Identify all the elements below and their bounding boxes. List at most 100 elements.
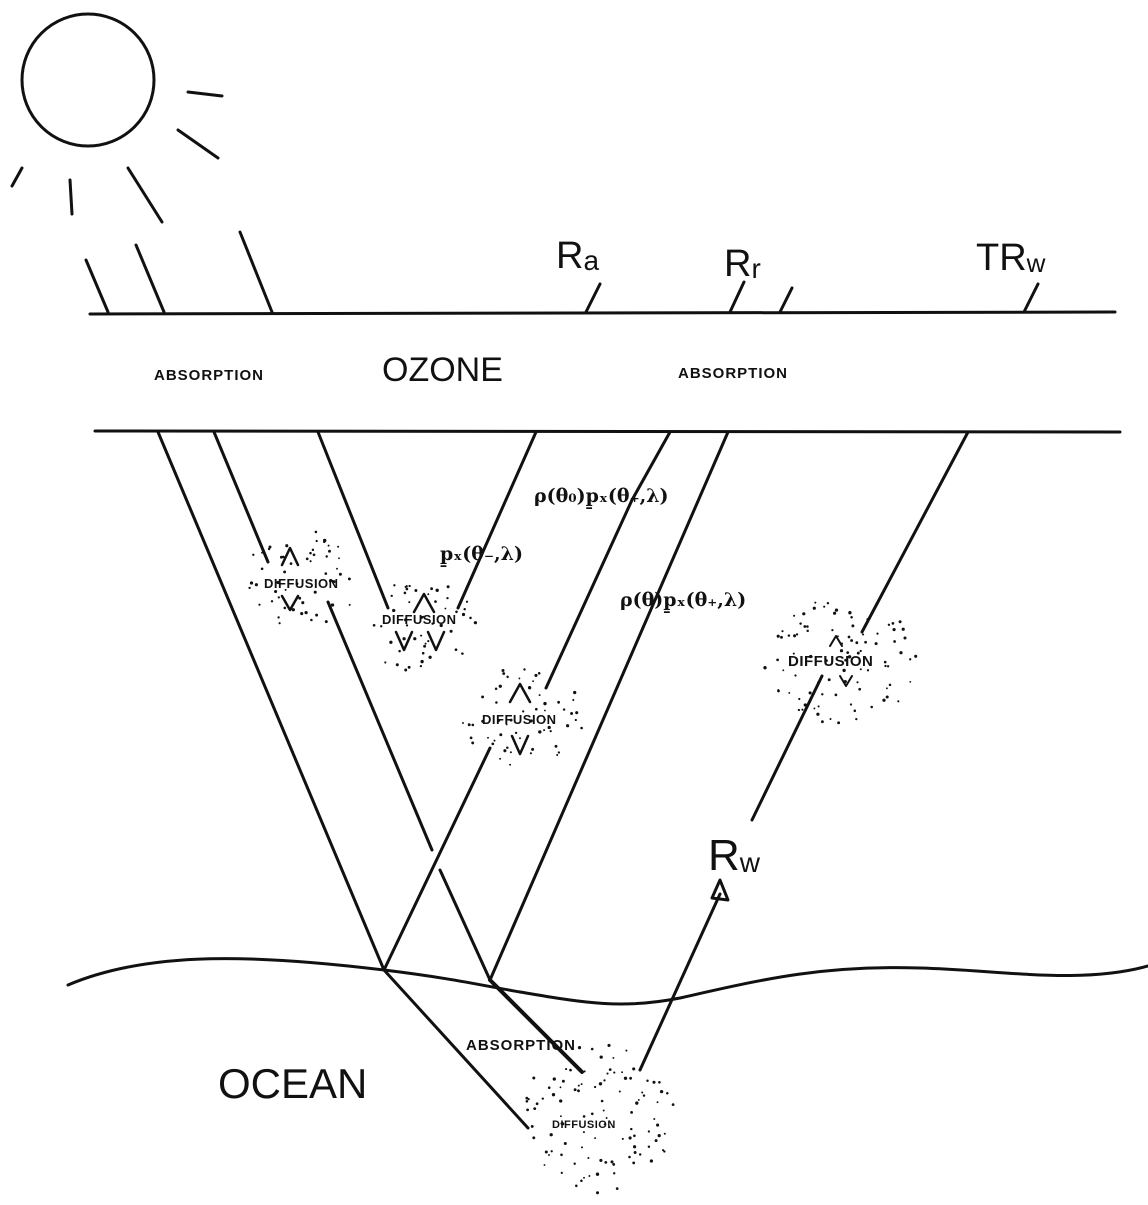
diffusion-dot bbox=[887, 623, 891, 626]
diffusion-dot bbox=[395, 663, 399, 667]
diffusion-dot bbox=[795, 633, 799, 636]
diffusion-dot bbox=[662, 1149, 665, 1152]
diffusion-dot bbox=[547, 1086, 551, 1089]
diffusion-dot bbox=[283, 606, 287, 610]
diffusion-dot bbox=[414, 589, 418, 592]
diffusion-dot bbox=[781, 630, 784, 633]
diffusion-dot bbox=[473, 621, 477, 624]
diffusion-dot bbox=[826, 601, 830, 605]
diffusion-dot bbox=[799, 622, 802, 625]
diffusion-dot bbox=[336, 567, 338, 570]
diffusion-dot bbox=[537, 672, 541, 675]
diffusion-dot bbox=[284, 588, 287, 591]
diffusion-dot bbox=[446, 585, 450, 589]
diffusion-dot bbox=[314, 530, 318, 534]
diffusion-dot bbox=[886, 665, 890, 668]
diffusion-dot bbox=[612, 1162, 616, 1166]
diffusion-cloud-5: DIFFUSION bbox=[525, 1043, 675, 1195]
diffusion-dot bbox=[498, 684, 502, 688]
diffusion-dot bbox=[829, 718, 832, 720]
diffusion-dot bbox=[577, 1084, 580, 1087]
diffusion-dot bbox=[380, 591, 383, 594]
diffusion-dot bbox=[481, 719, 485, 723]
diffusion-dot bbox=[583, 1070, 586, 1073]
diffusion-dot bbox=[315, 613, 319, 617]
diffusion-dot bbox=[630, 1127, 633, 1131]
diffusion-dot bbox=[260, 567, 264, 571]
diffusion-dot bbox=[839, 649, 844, 653]
diffusion-dot bbox=[544, 1150, 548, 1154]
diffusion-dot bbox=[607, 1043, 611, 1047]
diffusion-dot bbox=[605, 1117, 608, 1119]
diffusion-dot bbox=[573, 690, 577, 695]
diffusion-dot bbox=[499, 733, 503, 737]
diffusion-dot bbox=[566, 724, 570, 728]
diffusion-dot bbox=[337, 545, 340, 548]
diffusion-label-2: DIFFUSION bbox=[382, 612, 457, 627]
diffusion-dot bbox=[595, 1172, 600, 1176]
diffusion-dot bbox=[431, 622, 434, 625]
diffusion-dot bbox=[347, 577, 351, 581]
diffusion-dot bbox=[487, 736, 489, 739]
diffusion-dot bbox=[876, 632, 879, 635]
diffusion-dot bbox=[891, 622, 895, 625]
diffusion-dot bbox=[541, 1097, 544, 1100]
diffusion-dot bbox=[543, 1164, 546, 1166]
ozone-top-boundary bbox=[88, 310, 1117, 316]
diffusion-dot bbox=[421, 651, 425, 655]
diffusion-dot bbox=[652, 1080, 656, 1084]
label-trw: TRw bbox=[976, 237, 1046, 279]
diffusion-dot bbox=[550, 1150, 553, 1153]
diffusion-dot bbox=[654, 1139, 658, 1143]
diffusion-dot bbox=[549, 1133, 553, 1137]
diffusion-dot bbox=[647, 1145, 651, 1149]
diffusion-dot bbox=[628, 1136, 632, 1140]
formula-rho-p-plus: ρ(θ)p̱ₓ(θ₊,λ) bbox=[620, 589, 746, 613]
diffusion-dot bbox=[903, 636, 907, 640]
diffusion-dot bbox=[623, 1076, 628, 1080]
diffusion-dot bbox=[295, 582, 299, 586]
diffusion-dot bbox=[494, 687, 498, 691]
diffusion-dot bbox=[532, 1136, 536, 1140]
diffusion-dot bbox=[465, 600, 469, 603]
diffusion-dot bbox=[278, 622, 281, 625]
diffusion-dot bbox=[509, 751, 512, 754]
diffusion-dot bbox=[279, 555, 283, 559]
diffusion-dot bbox=[590, 1112, 594, 1116]
diffusion-dot bbox=[859, 649, 862, 653]
diffusion-dot bbox=[817, 705, 820, 708]
diffusion-dot bbox=[289, 562, 293, 565]
diffusion-dot bbox=[847, 635, 851, 639]
diffusion-dot bbox=[481, 695, 485, 699]
diffusion-dot bbox=[454, 648, 458, 652]
diffusion-dot bbox=[267, 547, 271, 551]
ozone-label: OZONE bbox=[382, 351, 503, 389]
diffusion-dot bbox=[526, 1108, 529, 1112]
diffusion-dot bbox=[310, 618, 313, 622]
diffusion-dot bbox=[806, 629, 809, 633]
diffusion-dot bbox=[856, 681, 859, 684]
diffusion-dot bbox=[897, 700, 900, 703]
diffusion-dot bbox=[277, 616, 280, 619]
diffusion-dot bbox=[787, 634, 791, 637]
diffusion-dot bbox=[851, 624, 855, 628]
diffusion-dot bbox=[666, 1091, 669, 1095]
diffusion-dot bbox=[809, 654, 813, 659]
diffusion-dot bbox=[311, 548, 315, 552]
diffusion-dot bbox=[882, 698, 886, 702]
diffusion-dot bbox=[559, 1099, 563, 1103]
diffusion-dot bbox=[615, 1187, 619, 1190]
diffusion-dot bbox=[846, 651, 850, 654]
diffusion-dot bbox=[604, 1161, 608, 1164]
diffusion-dot bbox=[565, 1068, 568, 1071]
diffusion-dot bbox=[658, 1081, 661, 1084]
diffusion-dot bbox=[422, 615, 425, 618]
diffusion-dot bbox=[560, 1171, 563, 1175]
diffusion-dot bbox=[590, 1047, 594, 1051]
diffusion-dot bbox=[598, 1082, 603, 1086]
rw-label: Rw bbox=[708, 831, 761, 880]
diffusion-cloud-2: DIFFUSION bbox=[372, 584, 478, 672]
diffusion-dot bbox=[312, 553, 316, 557]
diffusion-dot bbox=[853, 709, 857, 713]
